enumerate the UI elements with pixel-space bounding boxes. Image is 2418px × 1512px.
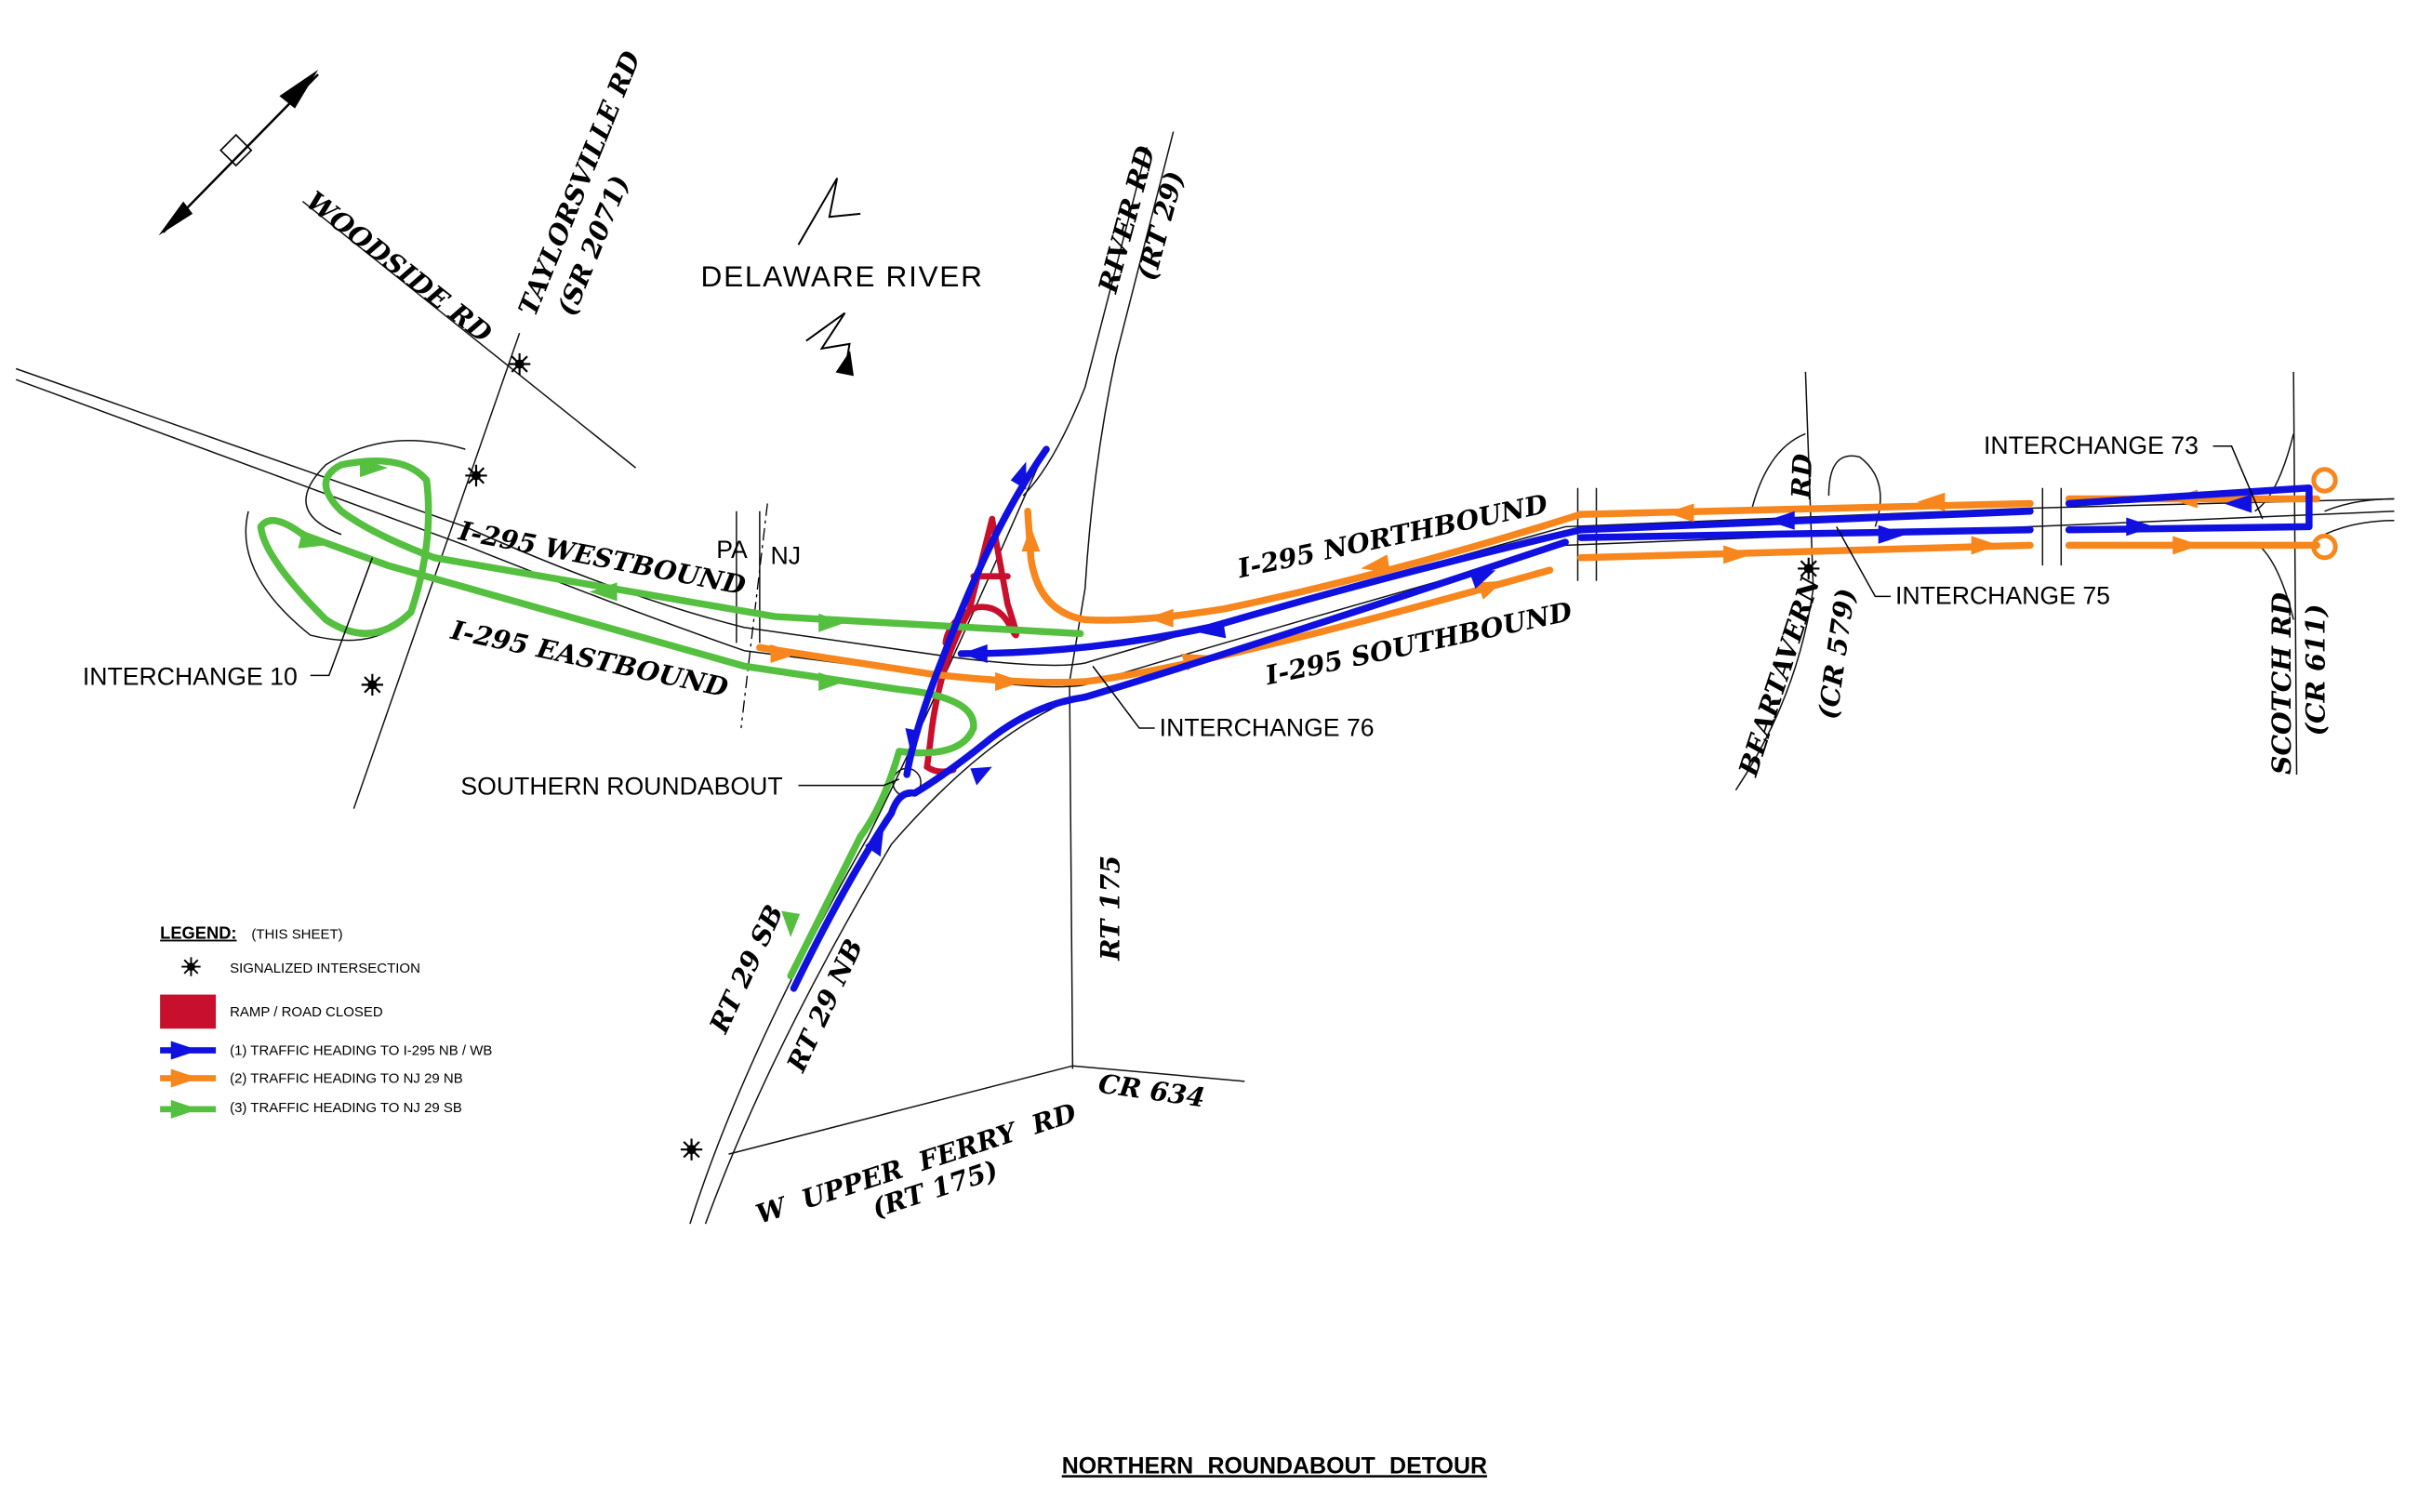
map-title: NORTHERN ROUNDABOUT DETOUR (1062, 1452, 1487, 1479)
route-green (257, 457, 1084, 980)
beartavern-cr-label: (CR 579) (1812, 586, 1861, 721)
blue-arrow-icon (160, 1041, 217, 1060)
legend-item-label: (3) TRAFFIC HEADING TO NJ 29 SB (230, 1100, 462, 1116)
scotch-cr-label: (CR 611) (2300, 604, 2332, 736)
interchange-73-label: INTERCHANGE 73 (1984, 431, 2199, 459)
eastbound-label: I-295 EASTBOUND (447, 614, 731, 704)
signal-icon (507, 351, 532, 377)
rt-29-nb-label: RT 29 NB (780, 934, 870, 1077)
legend-heading: LEGEND: (160, 923, 236, 943)
river-symbol-icon (797, 178, 861, 377)
cr-634-label: CR 634 (1096, 1068, 1207, 1114)
rt-175-label: RT 175 (1094, 855, 1125, 962)
green-arrow-icon (160, 1099, 217, 1119)
interchange-76-label: INTERCHANGE 76 (1160, 713, 1375, 741)
pa-label: PA (716, 536, 748, 564)
signal-icon (464, 463, 488, 488)
delaware-river-label: DELAWARE RIVER (701, 259, 984, 293)
legend-item-label: SIGNALIZED INTERSECTION (230, 961, 420, 976)
orange-arrow-icon (160, 1068, 217, 1088)
interchange-10-label: INTERCHANGE 10 (83, 662, 298, 690)
nj-label: NJ (771, 541, 802, 569)
leader-lines (310, 445, 2264, 787)
southern-roundabout-label: SOUTHERN ROUNDABOUT (460, 773, 782, 801)
legend-item-label: (2) TRAFFIC HEADING TO NJ 29 NB (230, 1071, 463, 1087)
woodside-rd-label: WOODSIDE RD (300, 185, 498, 350)
north-arrow-icon (158, 69, 319, 236)
closed-swatch-icon (160, 994, 217, 1029)
signalized-intersections (360, 351, 1821, 1161)
legend-item-label: RAMP / ROAD CLOSED (230, 1004, 383, 1020)
legend-subheading: (THIS SHEET) (251, 927, 342, 943)
legend-item-label: (1) TRAFFIC HEADING TO I-295 NB / WB (230, 1043, 492, 1059)
signal-icon (180, 956, 202, 977)
beartavern-rd-label: RD (1785, 453, 1818, 500)
beartavern-label: BEARTAVERN (1732, 572, 1827, 781)
signal-icon (360, 672, 385, 697)
route-blue (790, 445, 2313, 992)
legend: LEGEND: (THIS SHEET) SIGNALIZED INTERSEC… (160, 923, 492, 1119)
signal-icon (679, 1137, 704, 1161)
rt-29-sb-label: RT 29 SB (702, 900, 790, 1039)
scotch-rd-label: SCOTCH RD (2265, 592, 2297, 775)
interchange-75-label: INTERCHANGE 75 (1895, 582, 2110, 610)
